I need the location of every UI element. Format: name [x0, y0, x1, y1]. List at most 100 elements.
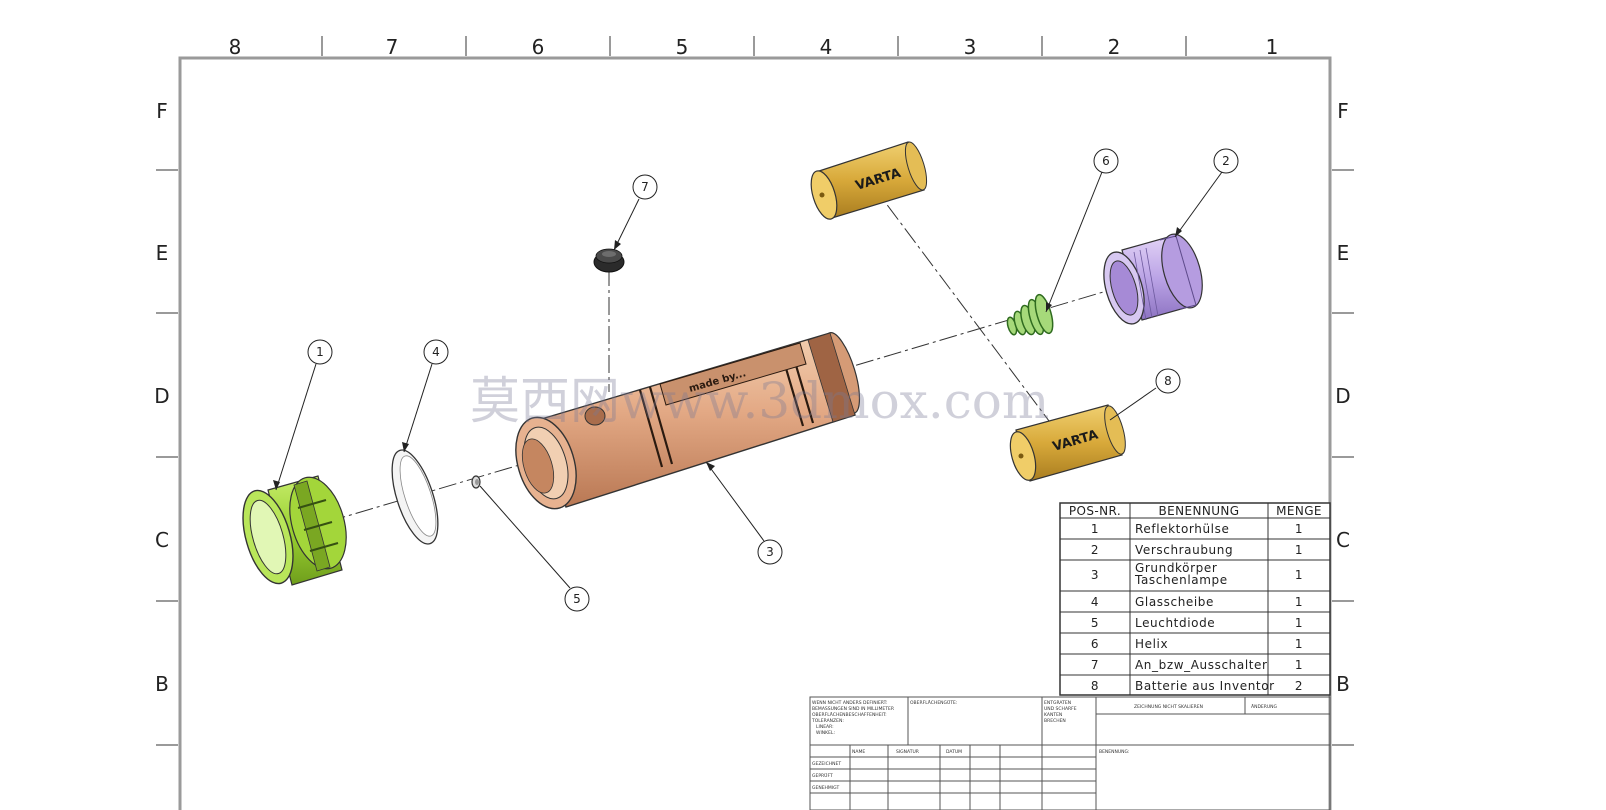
sheet-frame: [156, 36, 1354, 810]
zone-label-right: E: [1337, 241, 1350, 265]
part-helix-spring: [1006, 293, 1054, 336]
watermark: 莫西网www.3dmox.com: [470, 372, 1049, 430]
bom-cell-qty: 2: [1295, 679, 1303, 693]
tb-row: GEZEICHNET: [812, 761, 841, 767]
bom-cell-qty: 1: [1295, 568, 1303, 582]
zone-label-right: D: [1335, 384, 1350, 408]
balloon-number: 7: [641, 180, 649, 194]
balloon-number: 8: [1164, 374, 1172, 388]
balloon-number: 3: [766, 545, 774, 559]
balloons: 1 2 3 4 5 6 7 8: [307, 148, 1239, 612]
tb-edges: BRECHEN: [1044, 718, 1066, 724]
tb-col: DATUM: [946, 749, 962, 755]
zone-label-top: 6: [532, 35, 545, 59]
balloon-number: 5: [573, 592, 581, 606]
bom-cell-pos: 3: [1091, 568, 1099, 582]
balloon-7: 7: [632, 174, 658, 200]
balloon-leaders: [275, 171, 1223, 589]
bom-cell-name: Batterie aus Inventor: [1135, 679, 1275, 693]
balloon-number: 4: [432, 345, 440, 359]
bom-cell-pos: 6: [1091, 637, 1099, 651]
balloon-2: 2: [1213, 148, 1239, 174]
bom-header-qty: MENGE: [1276, 504, 1322, 518]
part-battery-top: VARTA: [810, 141, 928, 220]
tb-col: SIGNATUR: [896, 749, 919, 755]
zone-label-top: 1: [1266, 35, 1279, 59]
balloon-number: 6: [1102, 154, 1110, 168]
balloon-5: 5: [564, 586, 590, 612]
tb-col: NAME: [852, 749, 865, 755]
zone-label-left: E: [156, 241, 169, 265]
zone-label-top: 8: [229, 35, 242, 59]
zone-label-top: 4: [820, 35, 833, 59]
balloon-4: 4: [423, 339, 449, 365]
bom-cell-pos: 4: [1091, 595, 1099, 609]
balloon-1: 1: [307, 339, 333, 365]
zone-labels-top: 8 7 6 5 4 3 2 1: [229, 35, 1279, 59]
zone-label-right: B: [1336, 672, 1350, 696]
zone-label-right: F: [1337, 99, 1349, 123]
part-main-body: made by...: [515, 332, 861, 510]
zone-label-top: 2: [1108, 35, 1121, 59]
bom-cell-name: Taschenlampe: [1134, 573, 1228, 587]
zone-label-left: B: [155, 672, 169, 696]
zone-label-left: F: [156, 99, 168, 123]
part-glass-disc: [391, 449, 439, 545]
tb-note: WENN NICHT ANDERS DEFINIERT:: [812, 700, 887, 706]
tb-note: BEMASSUNGEN SIND IN MILLIMETER: [812, 706, 894, 712]
tb-note: LINEAR:: [816, 724, 834, 730]
balloon-number: 1: [316, 345, 324, 359]
tb-no-scale: ZEICHNUNG NICHT SKALIEREN: [1134, 704, 1203, 710]
zone-label-right: C: [1336, 528, 1350, 552]
balloon-8: 8: [1155, 368, 1181, 394]
part-screw-cap: [1103, 233, 1203, 325]
balloon-arrowheads: [273, 227, 1182, 490]
balloon-3: 3: [757, 539, 783, 565]
bom-cell-qty: 1: [1295, 616, 1303, 630]
bom-cell-name: Grundkörper: [1135, 561, 1217, 575]
tb-row: GEPRÜFT: [812, 772, 833, 779]
bom-cell-qty: 1: [1295, 595, 1303, 609]
balloon-6: 6: [1093, 148, 1119, 174]
bom-cell-name: Verschraubung: [1135, 543, 1233, 557]
bom-cell-name: Glasscheibe: [1135, 595, 1214, 609]
bom-cell-qty: 1: [1295, 658, 1303, 672]
part-reflector-sleeve: [242, 475, 347, 586]
tb-note: TOLERANZEN:: [811, 718, 844, 724]
zone-label-top: 5: [676, 35, 689, 59]
bom-cell-pos: 7: [1091, 658, 1099, 672]
part-battery-bottom: VARTA: [1009, 404, 1126, 482]
zone-label-top: 3: [964, 35, 977, 59]
bom-cell-name: Reflektorhülse: [1135, 522, 1229, 536]
bom-cell-name: Helix: [1135, 637, 1168, 651]
zone-labels-left: F E D C B: [154, 99, 169, 696]
part-switch: [593, 248, 625, 273]
zone-label-top: 7: [386, 35, 399, 59]
zone-label-left: D: [154, 384, 169, 408]
bom-cell-qty: 1: [1295, 637, 1303, 651]
bom-cell-pos: 8: [1091, 679, 1099, 693]
zone-label-left: C: [155, 528, 169, 552]
tb-edges: ENTGRATEN: [1044, 700, 1071, 706]
bom-cell-pos: 2: [1091, 543, 1099, 557]
tb-edges: UND SCHARFE: [1044, 706, 1077, 712]
bom-header-name: BENENNUNG: [1159, 504, 1240, 518]
tb-row: GENEHMIGT: [812, 785, 839, 791]
tb-finish: OBERFLÄCHENGÜTE:: [910, 699, 957, 706]
bom-cell-pos: 1: [1091, 522, 1099, 536]
bom-cell-name: An_bzw_Ausschalter: [1135, 658, 1268, 672]
bom-cell-qty: 1: [1295, 522, 1303, 536]
tb-edges: KANTEN: [1044, 712, 1062, 718]
bom-cell-qty: 1: [1295, 543, 1303, 557]
tb-note: WINKEL:: [816, 730, 835, 736]
tb-revision: ÄNDERUNG: [1251, 703, 1278, 710]
bom-table: POS-NR. BENENNUNG MENGE 1 Reflektorhülse…: [1059, 502, 1331, 696]
bom-cell-pos: 5: [1091, 616, 1099, 630]
balloon-number: 2: [1222, 154, 1230, 168]
bom-cell-name: Leuchtdiode: [1135, 616, 1215, 630]
bom-header-pos: POS-NR.: [1069, 504, 1121, 518]
zone-labels-right: F E D C B: [1335, 99, 1350, 696]
tb-title: BENENNUNG:: [1099, 749, 1130, 755]
title-block: WENN NICHT ANDERS DEFINIERT: BEMASSUNGEN…: [809, 696, 1331, 810]
